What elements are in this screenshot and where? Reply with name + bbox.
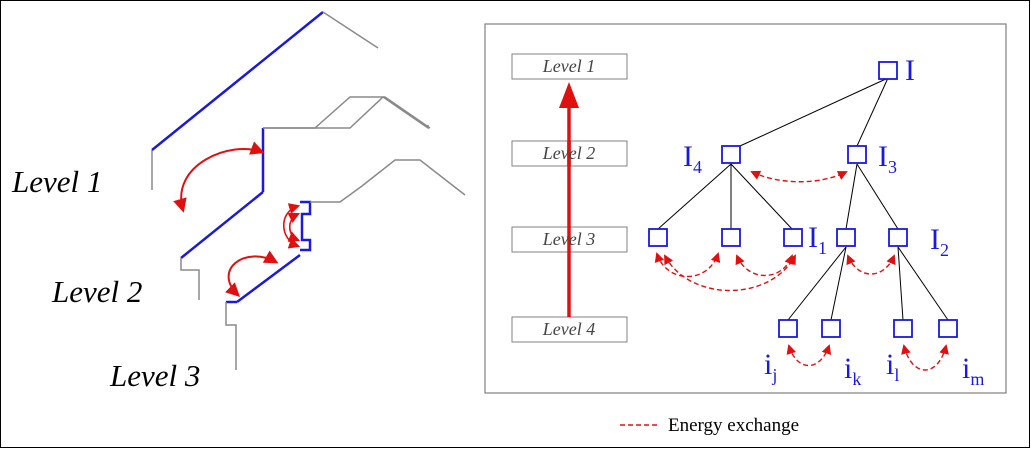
label-I: I [905, 54, 915, 87]
node-il [893, 319, 913, 338]
energy-exchange-arrows [654, 170, 949, 371]
level3-gray-edge [225, 302, 237, 370]
level-scale-arrowhead [559, 82, 579, 108]
legend: Energy exchange [620, 415, 799, 436]
exchange-arrow-l2-l3 [225, 250, 279, 297]
label-I4: I4 [683, 140, 702, 177]
node-ij [778, 319, 798, 338]
label-ik: ik [844, 352, 861, 389]
node-labels: I I4 I3 I1 I2 ij ik il im [683, 54, 984, 389]
node-I2 [888, 228, 908, 247]
left-level1-label: Level 1 [11, 164, 102, 199]
node-l3-a [648, 228, 668, 247]
label-il: il [886, 348, 899, 385]
level1-blue-slope [151, 11, 324, 151]
level-box-3-label: Level 3 [542, 229, 595, 249]
level3-blue-slope [236, 253, 301, 304]
level2-gray-roof-b [263, 96, 431, 129]
label-ij: ij [764, 348, 777, 385]
exchange-a-c [664, 254, 796, 292]
node-l3-b [721, 228, 741, 247]
exchange-b-c [735, 254, 794, 277]
exchange-arrow-l1-l2 [173, 141, 265, 213]
exchange-I4-I3 [750, 170, 848, 183]
label-I3: I3 [878, 140, 897, 177]
node-I3 [847, 145, 867, 164]
node-I4 [721, 145, 741, 164]
exchange-I1-I2 [846, 254, 896, 275]
node-im [938, 319, 958, 338]
hierarchy-panel [484, 23, 1007, 394]
exchange-ij-ik [786, 344, 832, 366]
legend-label: Energy exchange [668, 415, 799, 436]
label-im: im [962, 352, 984, 389]
exchange-a-b [654, 252, 721, 278]
node-I [878, 61, 898, 80]
level-box-4 [511, 316, 628, 343]
left-level2-label: Level 2 [51, 274, 142, 309]
staircase-illustration [151, 11, 466, 370]
node-I1 [836, 228, 856, 247]
tree-edges [657, 77, 949, 321]
exchange-arrow-step-b [287, 212, 301, 242]
level1-gray-roof [322, 11, 379, 49]
level2-blue-slope [180, 191, 264, 259]
label-I2: I2 [930, 223, 949, 260]
level-box-4-label: Level 4 [542, 319, 595, 339]
level2-gray-edge [180, 258, 200, 300]
tree-nodes [648, 61, 958, 338]
label-I1: I1 [808, 221, 827, 258]
left-level3-label: Level 3 [109, 358, 200, 393]
level3-gray-roof [310, 159, 466, 203]
level-box-2-label: Level 2 [542, 143, 595, 163]
level-box-1-label: Level 1 [542, 56, 595, 76]
exchange-il-im [901, 344, 949, 371]
node-ik [821, 319, 841, 338]
exchange-arrow-step-a [283, 203, 301, 249]
node-l3-c [783, 228, 803, 247]
level-box-1 [511, 53, 628, 80]
level-scale: Level 1 Level 2 Level 3 Level 4 [511, 53, 628, 343]
level3-blue-step [300, 200, 312, 252]
